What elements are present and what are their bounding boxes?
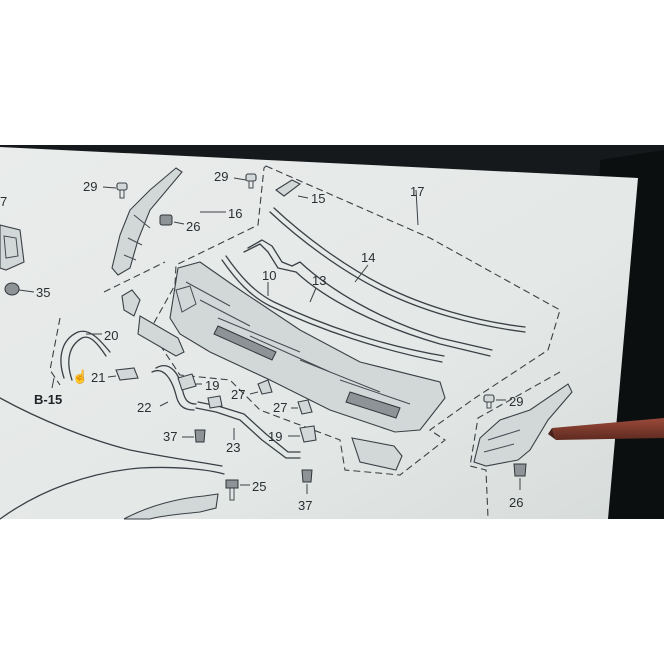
part-27-clip-right — [297, 399, 313, 415]
part-16-side-cover — [111, 167, 226, 276]
callout-20: 20 — [104, 328, 118, 343]
part-19-joint-upper — [177, 373, 202, 391]
part-lower-bracket — [351, 437, 403, 471]
leader-b15 — [51, 377, 55, 389]
callout-29-right: 29 — [509, 394, 523, 409]
callout-26-right: 26 — [509, 495, 523, 510]
part-14-weatherstrip — [269, 207, 526, 333]
part-23-hose — [195, 395, 301, 459]
callout-17: 17 — [410, 184, 424, 199]
part-29-grommet-top — [233, 173, 257, 189]
callout-19-upper: 19 — [205, 378, 219, 393]
part-10-seal — [221, 255, 445, 363]
leader-27-left — [249, 391, 259, 395]
callout-22: 22 — [137, 400, 151, 415]
part-21-clamp — [107, 367, 139, 381]
callout-26-left: 26 — [186, 219, 200, 234]
callout-21: 21 — [91, 370, 105, 385]
reference-b15: B-15 — [34, 392, 62, 407]
callout-35: 35 — [36, 285, 50, 300]
cowl-top-panel — [169, 261, 446, 433]
part-right-side-cover — [473, 383, 573, 467]
part-35-clip — [4, 282, 35, 296]
part-26-clip-left — [159, 214, 185, 226]
callout-25: 25 — [252, 479, 266, 494]
part-22-hose — [151, 365, 197, 411]
callout-7: 7 — [0, 194, 7, 209]
callout-13: 13 — [312, 273, 326, 288]
part-25-bolt — [225, 479, 250, 501]
part-15-seal — [275, 179, 309, 199]
callout-37-left: 37 — [163, 429, 177, 444]
part-29-grommet-left — [102, 182, 128, 199]
part-bracket-left — [121, 289, 185, 357]
callout-27-left: 27 — [231, 387, 245, 402]
callout-10: 10 — [262, 268, 276, 283]
part-20-hose — [60, 330, 111, 381]
callout-23: 23 — [226, 440, 240, 455]
callout-16: 16 — [228, 206, 242, 221]
callout-19-lower: 19 — [268, 429, 282, 444]
cowl-group-boundary — [149, 165, 561, 476]
callout-29-top-left: 29 — [83, 179, 97, 194]
part-37-clip-left — [182, 429, 206, 443]
hand-icon: ☝ — [72, 368, 88, 385]
fender-outline — [0, 397, 225, 520]
part-7-bracket — [0, 224, 25, 271]
part-26-clip-right — [513, 463, 527, 490]
callout-14: 14 — [361, 250, 375, 265]
part-29-grommet-right — [483, 394, 506, 409]
part-27-clip-left — [257, 379, 273, 395]
pen-pointer — [548, 418, 664, 440]
part-13-seal — [243, 239, 493, 357]
callout-27-right: 27 — [273, 400, 287, 415]
leader-17 — [415, 189, 419, 226]
left-group-boundary — [49, 261, 166, 386]
callout-37-lower: 37 — [298, 498, 312, 513]
part-37-clip-lower — [301, 469, 313, 494]
callout-29-top: 29 — [214, 169, 228, 184]
callout-15: 15 — [311, 191, 325, 206]
part-19-joint-lower — [288, 425, 317, 443]
diagram-paper — [0, 147, 638, 519]
